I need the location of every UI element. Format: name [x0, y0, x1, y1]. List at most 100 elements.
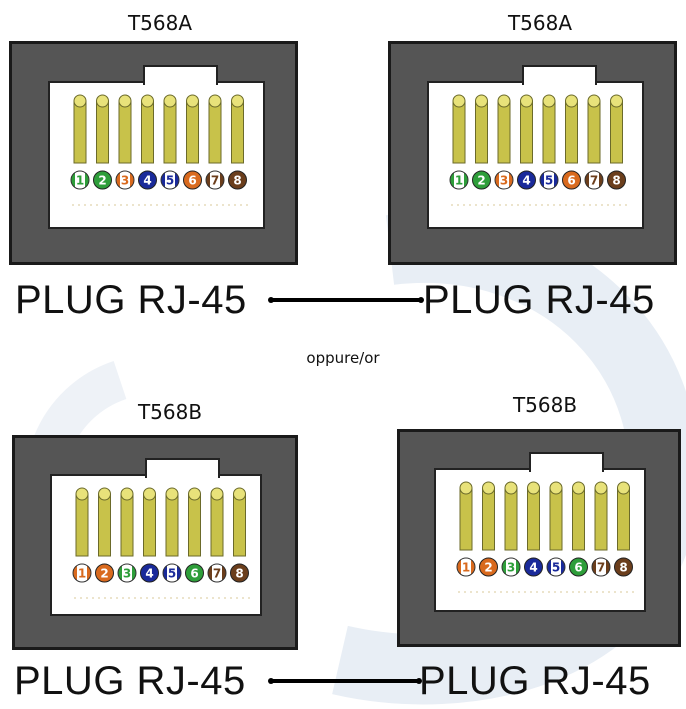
pin-contact: [73, 100, 87, 164]
wire-color-marker: 3: [494, 170, 514, 190]
pin-cap: [610, 94, 623, 108]
plug-latch: [145, 458, 220, 478]
pin-contact: [96, 100, 109, 164]
pin-number: 7: [211, 174, 219, 188]
wire-color-marker: 5: [546, 557, 566, 577]
patch-cable-bottom: [268, 678, 422, 684]
pin-contact: [610, 100, 623, 164]
pin-cap: [96, 94, 109, 108]
pin-contact: [565, 100, 578, 164]
wire-color-marker: 3: [501, 557, 521, 577]
pin-cap: [452, 94, 466, 108]
pin-number: 8: [612, 174, 620, 188]
pin-contact: [141, 100, 154, 164]
plug-caption-top-right: PLUG RJ-45: [423, 278, 655, 322]
standard-label-top-right: T568A: [507, 11, 573, 35]
pin-contact: [231, 100, 244, 164]
pin-number: 1: [462, 561, 470, 575]
pin-number: 1: [76, 174, 84, 188]
wire-color-marker: 3: [115, 170, 135, 190]
pin-number: 6: [567, 174, 575, 188]
wire-color-marker: 4: [140, 563, 159, 583]
pin-cap: [143, 487, 156, 501]
pin-number: 4: [145, 567, 153, 581]
pin-cap: [527, 481, 540, 495]
wire-color-marker: 8: [230, 563, 249, 583]
pin-contact: [520, 100, 533, 164]
pin-contact: [459, 487, 473, 551]
patch-cable-top: [268, 297, 424, 303]
pin-contact: [549, 487, 563, 551]
pin-number: 4: [143, 174, 151, 188]
plug-latch: [143, 65, 218, 85]
pin-contact: [210, 493, 224, 557]
wire-color-marker: 1: [70, 170, 90, 190]
pin-cap: [565, 94, 578, 108]
wire-color-marker: 4: [138, 170, 157, 190]
pin-cap: [475, 94, 488, 108]
pin-cap: [118, 94, 132, 108]
pin-contact: [118, 100, 132, 164]
pin-contact: [504, 487, 518, 551]
pin-number: 4: [529, 561, 537, 575]
pin-number: 8: [235, 567, 243, 581]
pin-cap: [617, 481, 630, 495]
pin-contact: [572, 487, 585, 551]
pin-contact: [208, 100, 222, 164]
pin-number: 5: [166, 174, 174, 188]
pin-number: 5: [168, 567, 176, 581]
wire-color-marker: 5: [162, 563, 182, 583]
pin-cap: [520, 94, 533, 108]
wire-color-marker: 5: [160, 170, 180, 190]
plug-caption-top-left: PLUG RJ-45: [15, 278, 247, 322]
pin-cap: [141, 94, 154, 108]
pin-number: 2: [477, 174, 485, 188]
wire-color-marker: 6: [562, 170, 581, 190]
pin-number: 4: [522, 174, 530, 188]
pin-contact: [542, 100, 556, 164]
wire-color-marker: 8: [607, 170, 626, 190]
pin-cap: [482, 481, 495, 495]
wire-color-marker: 7: [205, 170, 225, 190]
pin-number: 3: [507, 561, 515, 575]
pin-contact: [98, 493, 111, 557]
pin-number: 5: [552, 561, 560, 575]
standard-label-top-left: T568A: [127, 11, 193, 35]
wire-color-marker: 2: [479, 557, 498, 577]
pin-number: 1: [78, 567, 86, 581]
pin-contact: [452, 100, 466, 164]
pin-cap: [75, 487, 89, 501]
pin-cap: [542, 94, 556, 108]
pin-number: 7: [213, 567, 221, 581]
wire-color-marker: 6: [183, 170, 202, 190]
separator-label: oppure/or: [306, 349, 380, 367]
pin-contact: [163, 100, 177, 164]
wire-color-marker: 7: [584, 170, 604, 190]
pin-cap: [459, 481, 473, 495]
pin-cap: [163, 94, 177, 108]
pin-number: 8: [619, 561, 627, 575]
pin-contact: [143, 493, 156, 557]
plug-latch: [522, 65, 597, 85]
standard-label-bottom-right: T568B: [512, 393, 578, 417]
pin-cap: [210, 487, 224, 501]
pin-number: 2: [98, 174, 106, 188]
pin-number: 6: [188, 174, 196, 188]
pin-cap: [231, 94, 244, 108]
pin-cap: [587, 94, 601, 108]
pin-contact: [75, 493, 89, 557]
pin-cap: [233, 487, 246, 501]
pin-number: 8: [233, 174, 241, 188]
wire-color-marker: 7: [207, 563, 227, 583]
wire-color-marker: 1: [72, 563, 92, 583]
wire-color-marker: 2: [95, 563, 114, 583]
